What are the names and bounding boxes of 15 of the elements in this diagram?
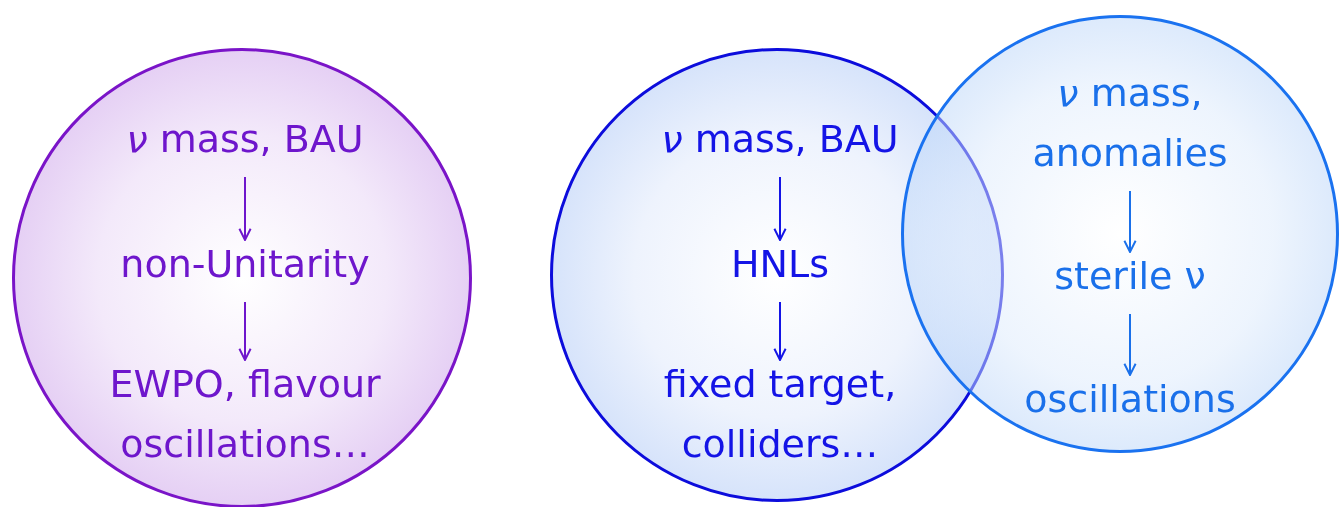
arrow bbox=[773, 301, 787, 361]
arrow bbox=[238, 176, 252, 241]
circle-text: ν mass, BAU bbox=[630, 109, 930, 169]
circle-text: EWPO, flavour oscillations… bbox=[80, 354, 410, 474]
circle-text: sterile ν bbox=[1010, 246, 1250, 306]
arrow bbox=[238, 301, 252, 361]
arrow bbox=[1123, 190, 1137, 253]
circle-text: ν mass, BAU bbox=[80, 109, 410, 169]
circle-text: ν mass, anomalies bbox=[1010, 63, 1250, 183]
arrow bbox=[1123, 313, 1137, 376]
circle-text: non-Unitarity bbox=[80, 234, 410, 294]
circle-text: HNLs bbox=[630, 234, 930, 294]
circle-text: fixed target, colliders… bbox=[635, 354, 925, 474]
arrow bbox=[773, 176, 787, 241]
circle-text: oscillations bbox=[990, 369, 1270, 429]
